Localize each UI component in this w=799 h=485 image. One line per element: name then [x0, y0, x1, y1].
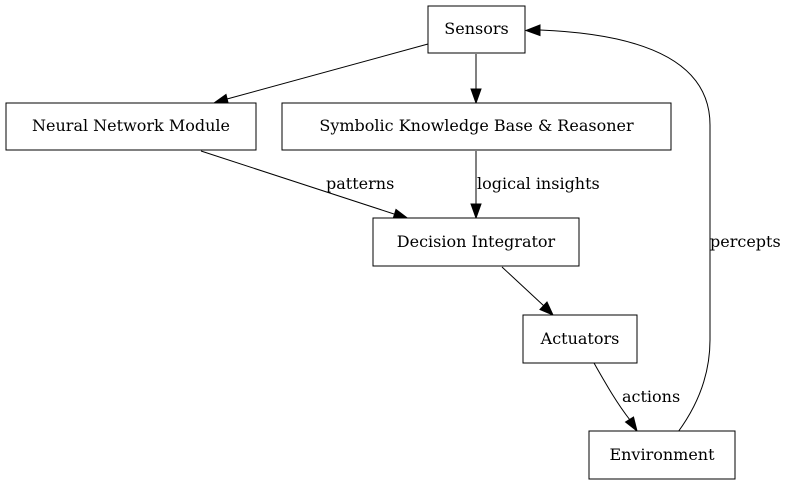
node-neural-network-module: Neural Network Module: [5, 102, 257, 151]
node-decision-integrator-label: Decision Integrator: [397, 232, 556, 251]
node-actuators-label: Actuators: [540, 329, 620, 348]
node-sensors-label: Sensors: [444, 19, 508, 38]
edge-symbolic-kb-to-decision-integrator: [470, 151, 482, 220]
node-symbolic-kb-reasoner: Symbolic Knowledge Base & Reasoner: [281, 102, 672, 151]
node-environment-label: Environment: [609, 445, 715, 464]
edge-label-logical-insights: logical insights: [477, 174, 600, 193]
edge-actuators-to-environment: [593, 362, 638, 433]
node-sensors: Sensors: [427, 5, 526, 54]
edge-environment-to-sensors: [524, 24, 711, 433]
node-decision-integrator: Decision Integrator: [372, 217, 580, 267]
node-symbolic-kb-reasoner-label: Symbolic Knowledge Base & Reasoner: [319, 116, 634, 135]
node-actuators: Actuators: [522, 314, 638, 364]
edge-neural-network-to-decision-integrator: [200, 150, 410, 220]
edge-sensors-to-neural-network: [212, 43, 429, 106]
edge-decision-integrator-to-actuators: [501, 266, 554, 316]
edge-label-patterns: patterns: [326, 174, 394, 193]
edge-sensors-to-symbolic-kb: [470, 54, 482, 105]
node-environment: Environment: [588, 430, 736, 480]
edge-label-percepts: percepts: [710, 232, 781, 251]
edge-label-actions: actions: [622, 387, 680, 406]
node-neural-network-module-label: Neural Network Module: [32, 116, 230, 135]
